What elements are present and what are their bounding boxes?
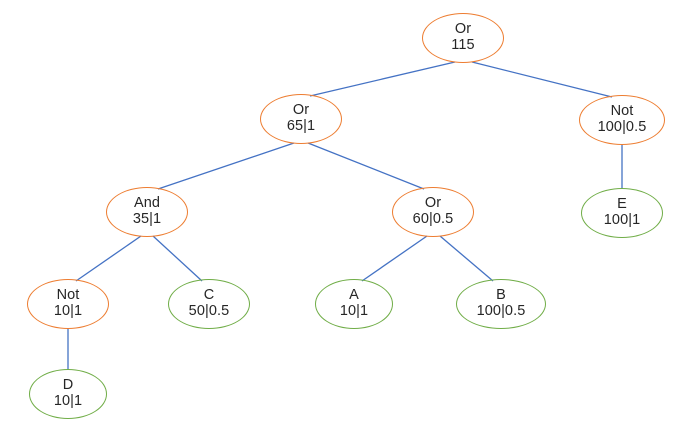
tree-edge — [309, 61, 456, 97]
tree-edge — [157, 142, 295, 190]
node-label: Or — [292, 102, 310, 119]
node-label: A — [349, 287, 359, 304]
node-label: E — [617, 196, 627, 213]
node-label: Or — [454, 21, 472, 38]
tree-edge — [307, 142, 425, 190]
node-value: 65|1 — [286, 118, 316, 134]
tree-edge — [152, 235, 203, 282]
node-value: 10|1 — [339, 303, 369, 319]
node-value: 100|0.5 — [476, 303, 526, 319]
node-value: 115 — [451, 37, 475, 53]
node-label: Or — [424, 195, 442, 212]
node-value: 10|1 — [53, 303, 83, 319]
node-label: C — [203, 287, 215, 304]
node-label: Not — [56, 287, 80, 304]
tree-edge — [439, 235, 494, 282]
node-value: 10|1 — [53, 393, 83, 409]
node-label: D — [62, 377, 74, 394]
node-value: 35|1 — [132, 211, 162, 227]
node-label: B — [496, 287, 506, 304]
node-value: 100|1 — [603, 212, 641, 228]
node-value: 100|0.5 — [597, 119, 647, 135]
tree-edge — [75, 235, 142, 282]
node-label: And — [133, 195, 161, 212]
node-value: 50|0.5 — [188, 303, 230, 319]
tree-edge — [471, 61, 613, 98]
node-label: Not — [610, 103, 634, 120]
tree-edge — [361, 235, 428, 282]
node-value: 60|0.5 — [412, 211, 454, 227]
